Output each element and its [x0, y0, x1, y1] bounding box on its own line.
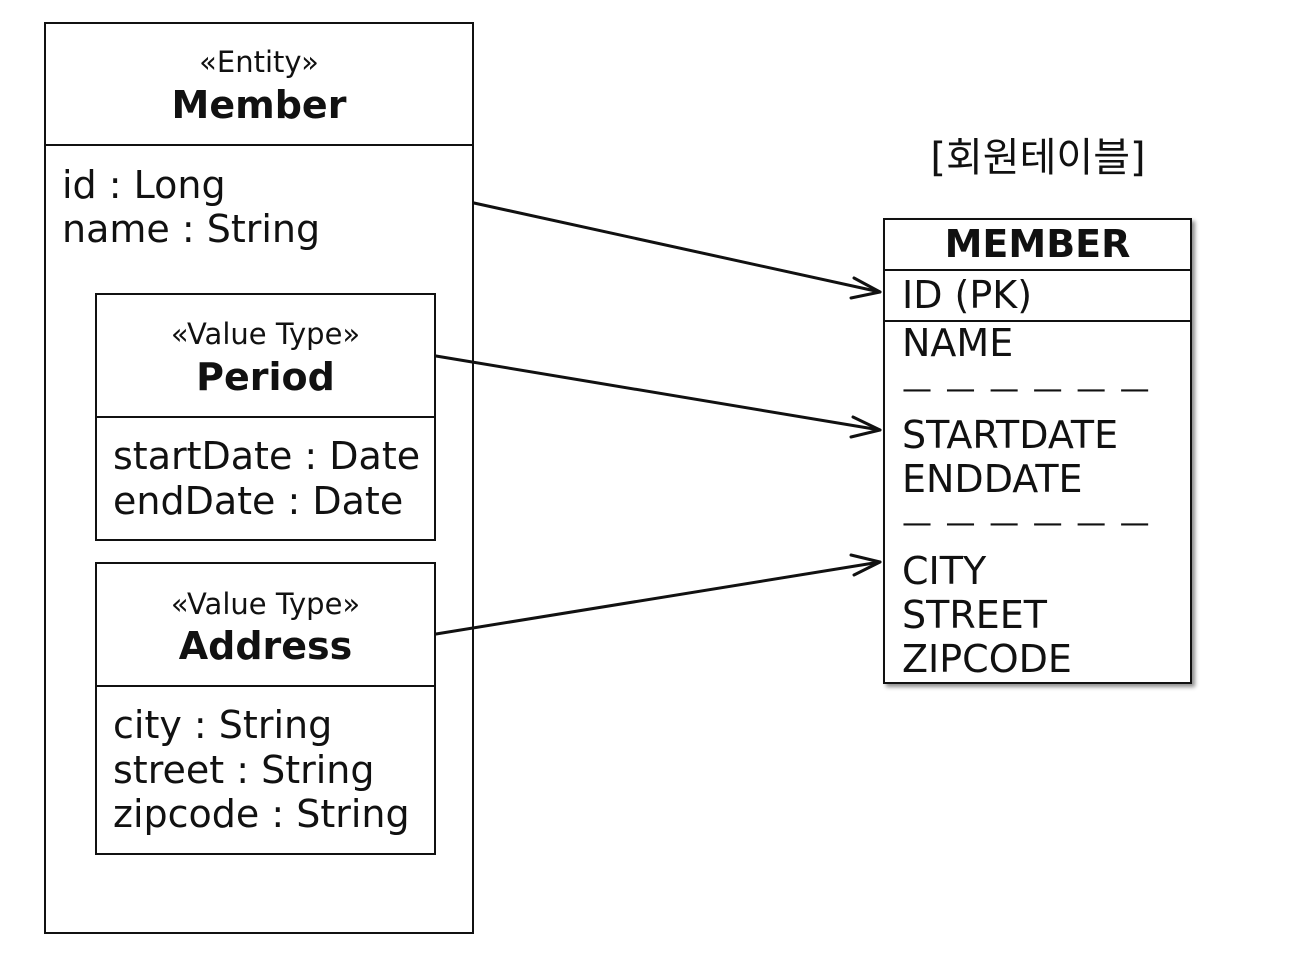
table-name: MEMBER	[944, 222, 1131, 266]
period-attribute-startdate: startDate : Date	[113, 434, 421, 478]
table-column-name: NAME	[902, 321, 1014, 365]
table-pk-divider	[883, 320, 1192, 322]
table-column-city: CITY	[902, 549, 987, 593]
period-header-divider	[95, 416, 436, 418]
period-stereotype: «Value Type»	[170, 317, 361, 351]
address-attribute-zipcode: zipcode : String	[113, 792, 410, 836]
member-stereotype: «Entity»	[199, 45, 319, 79]
address-header-divider	[95, 685, 436, 687]
address-attribute-city: city : String	[113, 703, 333, 747]
address-attribute-street: street : String	[113, 748, 375, 792]
table-column-street: STREET	[902, 593, 1047, 637]
table-column-zipcode: ZIPCODE	[902, 637, 1072, 681]
address-value-type-box	[95, 562, 436, 855]
arrow-address-to-city	[434, 553, 882, 636]
member-table-box	[883, 218, 1192, 684]
table-group-separator: — — — — — —	[902, 506, 1152, 541]
member-attribute-id: id : Long	[62, 163, 226, 207]
table-column-enddate: ENDDATE	[902, 457, 1083, 501]
table-column-id-pk: ID (PK)	[902, 273, 1033, 317]
period-class-name: Period	[196, 355, 335, 399]
arrow-member-to-id	[472, 201, 882, 300]
member-header-divider	[44, 144, 474, 146]
member-attribute-name: name : String	[62, 207, 321, 251]
address-class-name: Address	[178, 624, 353, 668]
table-caption: [회원테이블]	[930, 135, 1146, 181]
arrow-period-to-startdate	[434, 354, 882, 439]
table-column-startdate: STARTDATE	[902, 413, 1119, 457]
period-attribute-enddate: endDate : Date	[113, 479, 404, 523]
member-class-name: Member	[171, 83, 347, 127]
address-stereotype: «Value Type»	[170, 587, 361, 621]
table-group-separator: — — — — — —	[902, 372, 1152, 407]
table-header-divider	[883, 269, 1192, 271]
